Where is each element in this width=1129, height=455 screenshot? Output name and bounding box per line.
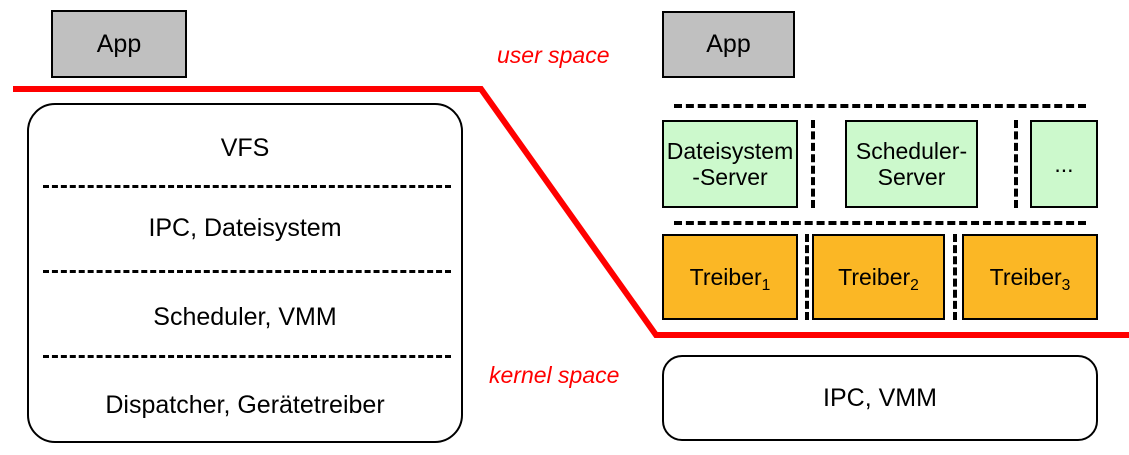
driver-label-base: Treiber xyxy=(838,263,911,290)
server-box-scheduler: Scheduler- Server xyxy=(845,120,978,208)
server-label-ellipsis: ... xyxy=(1054,150,1074,177)
driver-box-1: Treiber1 xyxy=(662,234,798,320)
server-label-line2: -Server xyxy=(692,164,768,190)
mono-layer-scheduler-vmm: Scheduler, VMM xyxy=(28,297,462,337)
mono-divider-2 xyxy=(43,270,451,273)
left-app-label: App xyxy=(96,29,142,58)
server-separator-2 xyxy=(1014,120,1018,208)
server-label-line2: Server xyxy=(877,164,946,190)
driver-separator-2 xyxy=(953,234,957,320)
user-space-label: user space xyxy=(497,42,610,68)
mono-divider-3 xyxy=(43,355,451,358)
mono-layer-label: Scheduler, VMM xyxy=(153,302,337,331)
driver-separator-1 xyxy=(805,234,809,320)
driver-label-index: 2 xyxy=(910,276,919,294)
driver-label-base: Treiber xyxy=(689,263,762,290)
server-box-filesystem: Dateisystem -Server xyxy=(662,120,798,208)
server-driver-separator xyxy=(674,221,1086,225)
driver-label: Treiber1 xyxy=(689,263,771,294)
left-app-box: App xyxy=(51,10,187,78)
driver-label: Treiber3 xyxy=(989,263,1071,294)
mono-divider-1 xyxy=(43,185,451,188)
mono-layer-vfs: VFS xyxy=(28,128,462,168)
server-label-line1: Dateisystem xyxy=(666,137,794,164)
kernel-space-label: kernel space xyxy=(489,362,620,388)
mono-layer-dispatcher-drivers: Dispatcher, Gerätetreiber xyxy=(28,385,462,425)
driver-box-3: Treiber3 xyxy=(962,234,1098,320)
mono-layer-label: VFS xyxy=(220,133,270,162)
microkernel-label: IPC, VMM xyxy=(823,383,937,412)
mono-layer-ipc-fs: IPC, Dateisystem xyxy=(28,208,462,248)
server-label-line1: Scheduler- xyxy=(855,137,968,164)
driver-label-index: 1 xyxy=(761,276,771,294)
server-separator-1 xyxy=(811,120,815,208)
mono-layer-label: IPC, Dateisystem xyxy=(148,213,342,242)
server-row-top-separator xyxy=(674,104,1086,108)
microkernel-box: IPC, VMM xyxy=(662,355,1098,441)
right-app-label: App xyxy=(706,30,751,59)
driver-box-2: Treiber2 xyxy=(812,234,945,320)
driver-label-base: Treiber xyxy=(989,263,1062,290)
mono-layer-label: Dispatcher, Gerätetreiber xyxy=(105,390,385,419)
server-box-more: ... xyxy=(1030,120,1098,208)
driver-label-index: 3 xyxy=(1061,276,1071,294)
right-app-box: App xyxy=(662,11,795,78)
driver-label: Treiber2 xyxy=(838,263,919,294)
